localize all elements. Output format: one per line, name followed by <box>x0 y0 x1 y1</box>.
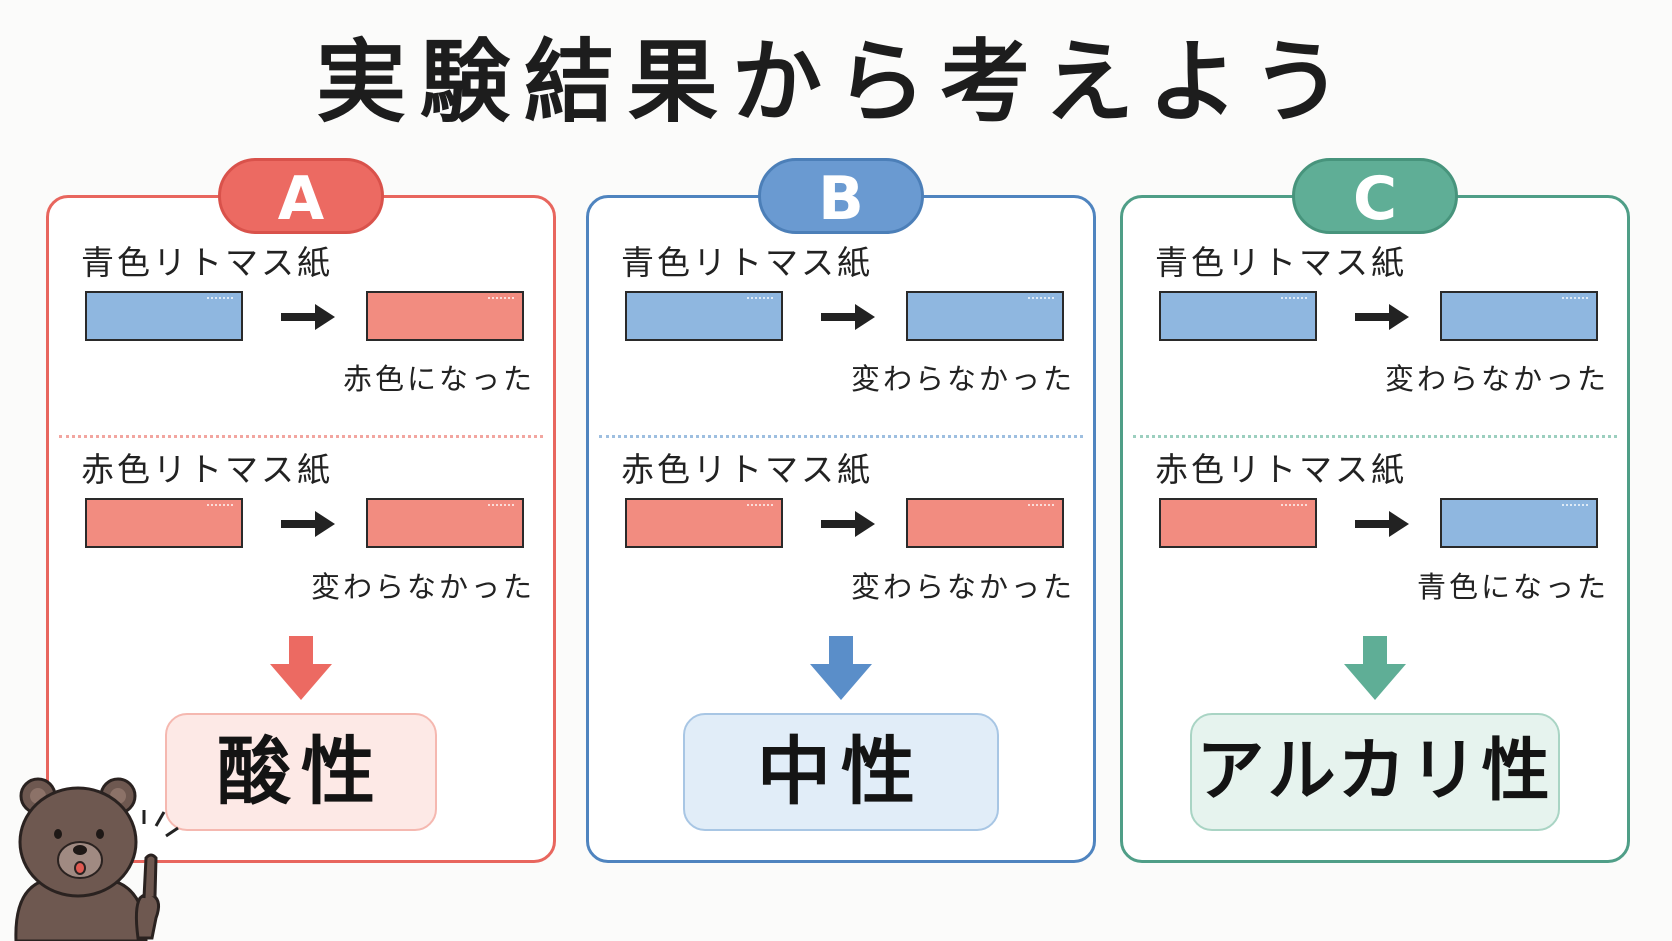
red-litmus-result: 変わらなかった <box>850 570 1075 604</box>
blue-litmus-before <box>1159 291 1317 341</box>
blue-litmus-before <box>625 291 783 341</box>
bear-mascot-icon <box>14 777 179 941</box>
red-litmus-after <box>1440 498 1598 548</box>
right-arrow-icon <box>281 511 335 537</box>
blue-litmus-label: 青色リトマス紙 <box>1155 243 1407 282</box>
red-litmus-result: 変わらなかった <box>310 570 535 604</box>
card-b: B 青色リトマス紙 変わらなかった 赤色リトマス紙 変わらなかった 中性 <box>586 158 1096 863</box>
down-arrow-icon <box>810 636 872 700</box>
red-litmus-after <box>906 498 1064 548</box>
page-title: 実験結果から考えよう <box>316 30 1356 135</box>
down-arrow-icon <box>270 636 332 700</box>
right-arrow-icon <box>1355 511 1409 537</box>
conclusion-alkaline: アルカリ性 <box>1190 713 1560 831</box>
blue-litmus-after <box>366 291 524 341</box>
red-litmus-before <box>85 498 243 548</box>
section-divider <box>599 435 1083 438</box>
blue-litmus-after <box>1440 291 1598 341</box>
card-letter-badge: B <box>758 158 924 234</box>
blue-litmus-label: 青色リトマス紙 <box>621 243 873 282</box>
blue-litmus-before <box>85 291 243 341</box>
red-litmus-label: 赤色リトマス紙 <box>621 450 873 489</box>
red-litmus-label: 赤色リトマス紙 <box>81 450 333 489</box>
blue-litmus-label: 青色リトマス紙 <box>81 243 333 282</box>
right-arrow-icon <box>1355 304 1409 330</box>
blue-litmus-after <box>906 291 1064 341</box>
red-litmus-before <box>1159 498 1317 548</box>
conclusion-acid: 酸性 <box>165 713 437 831</box>
section-divider <box>1133 435 1617 438</box>
right-arrow-icon <box>821 304 875 330</box>
card-c: C 青色リトマス紙 変わらなかった 赤色リトマス紙 青色になった アルカリ性 <box>1120 158 1630 863</box>
red-litmus-label: 赤色リトマス紙 <box>1155 450 1407 489</box>
red-litmus-result: 青色になった <box>1416 570 1609 604</box>
section-divider <box>59 435 543 438</box>
card-a: A 青色リトマス紙 赤色になった 赤色リトマス紙 変わらなかった 酸性 <box>46 158 556 863</box>
card-letter-badge: A <box>218 158 384 234</box>
red-litmus-after <box>366 498 524 548</box>
blue-litmus-result: 赤色になった <box>342 362 535 396</box>
card-letter-badge: C <box>1292 158 1458 234</box>
blue-litmus-result: 変わらなかった <box>850 362 1075 396</box>
blue-litmus-result: 変わらなかった <box>1384 362 1609 396</box>
right-arrow-icon <box>281 304 335 330</box>
conclusion-neutral: 中性 <box>683 713 999 831</box>
red-litmus-before <box>625 498 783 548</box>
right-arrow-icon <box>821 511 875 537</box>
down-arrow-icon <box>1344 636 1406 700</box>
